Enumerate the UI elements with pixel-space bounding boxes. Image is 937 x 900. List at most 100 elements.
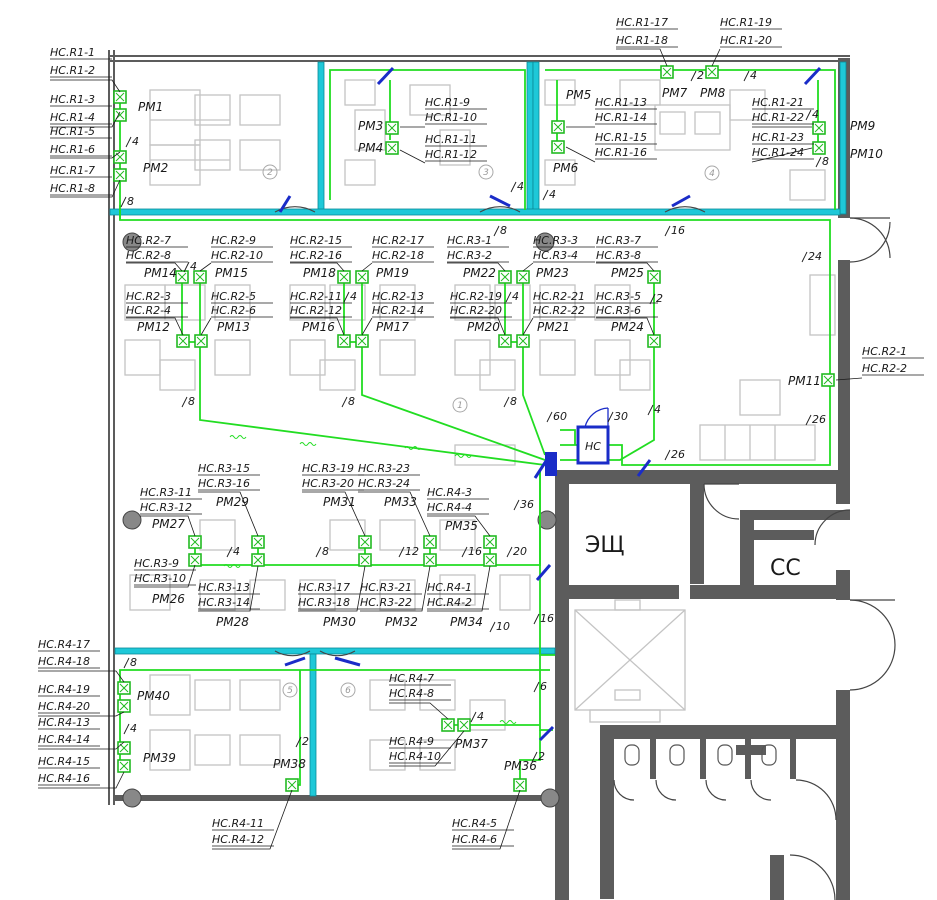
socket-label: HC.R3-11	[140, 486, 192, 499]
socket-label: HC.R3-18	[298, 596, 350, 609]
network-socket[interactable]	[188, 535, 202, 549]
network-socket[interactable]	[358, 553, 372, 567]
network-socket[interactable]	[193, 270, 207, 284]
cable-wave-layer	[223, 435, 517, 724]
socket-label: HC.R4-17	[38, 638, 90, 651]
network-socket[interactable]	[117, 741, 131, 755]
workstation-label: PM17	[376, 320, 409, 334]
network-socket[interactable]	[117, 759, 131, 773]
socket-layer[interactable]	[113, 65, 835, 792]
network-socket[interactable]	[483, 553, 497, 567]
patch-hub	[545, 452, 557, 476]
socket-label: HC.R2-16	[290, 249, 342, 262]
cable-count: 6	[540, 680, 547, 693]
network-socket[interactable]	[358, 535, 372, 549]
socket-label: HC.R3-8	[596, 249, 641, 262]
cable-count: 26	[671, 448, 685, 461]
network-socket[interactable]	[337, 334, 351, 348]
socket-label: HC.R1-6	[50, 143, 95, 156]
socket-label: HC.R3-2	[447, 249, 492, 262]
network-socket[interactable]	[498, 334, 512, 348]
network-socket[interactable]	[188, 553, 202, 567]
network-socket[interactable]	[647, 334, 661, 348]
network-socket[interactable]	[551, 120, 565, 134]
weak-current-panel-label: СС	[770, 556, 801, 581]
network-socket[interactable]	[647, 270, 661, 284]
network-socket[interactable]	[113, 150, 127, 164]
nc-label: НС	[585, 440, 601, 453]
workstation-label: PM7	[662, 86, 688, 100]
cable-count: 4	[350, 290, 357, 303]
socket-label: HC.R4-2	[427, 596, 472, 609]
network-socket[interactable]	[285, 778, 299, 792]
cable-count: 26	[812, 413, 826, 426]
socket-label: HC.R3-4	[533, 249, 578, 262]
workstation-label: PM5	[566, 88, 591, 102]
network-socket[interactable]	[251, 553, 265, 567]
network-socket[interactable]	[441, 718, 455, 732]
network-socket[interactable]	[355, 270, 369, 284]
network-socket[interactable]	[821, 373, 835, 387]
workstation-label: PM9	[850, 119, 875, 133]
network-socket[interactable]	[660, 65, 674, 79]
network-socket[interactable]	[113, 168, 127, 182]
network-socket[interactable]	[175, 270, 189, 284]
socket-label: HC.R4-3	[427, 486, 472, 499]
socket-label: HC.R3-1	[447, 234, 492, 247]
socket-label: HC.R3-24	[358, 477, 410, 490]
cable-count: 2	[656, 292, 663, 305]
workstation-label: PM29	[216, 495, 249, 509]
socket-label: HC.R3-22	[360, 596, 412, 609]
network-socket[interactable]	[516, 334, 530, 348]
socket-label: HC.R1-10	[425, 111, 477, 124]
cable-count: 4	[512, 290, 519, 303]
network-socket[interactable]	[117, 699, 131, 713]
network-socket[interactable]	[812, 121, 826, 135]
network-socket[interactable]	[251, 535, 265, 549]
socket-label: HC.R4-11	[212, 817, 264, 830]
network-socket[interactable]	[551, 140, 565, 154]
socket-label: HC.R1-5	[50, 125, 95, 138]
network-socket[interactable]	[113, 90, 127, 104]
network-socket[interactable]	[516, 270, 530, 284]
network-socket[interactable]	[457, 718, 471, 732]
cable-count: 4	[132, 135, 139, 148]
network-socket[interactable]	[423, 535, 437, 549]
column-layer	[122, 232, 560, 808]
network-socket[interactable]	[385, 141, 399, 155]
socket-label: HC.R3-10	[134, 572, 186, 585]
network-socket[interactable]	[355, 334, 369, 348]
socket-label: HC.R3-16	[198, 477, 250, 490]
network-socket[interactable]	[337, 270, 351, 284]
network-socket[interactable]	[194, 334, 208, 348]
cable-count: 12	[405, 545, 419, 558]
network-socket[interactable]	[385, 121, 399, 135]
network-socket[interactable]	[513, 778, 527, 792]
workstation-label: PM11	[788, 374, 821, 388]
network-socket[interactable]	[176, 334, 190, 348]
workstation-label: PM8	[700, 86, 726, 100]
socket-label: HC.R3-6	[596, 304, 641, 317]
workstation-label: PM18	[303, 266, 336, 280]
cable-count: 8	[510, 395, 517, 408]
socket-label: HC.R2-11	[290, 290, 342, 303]
cable-count: 16	[540, 612, 554, 625]
workstation-label: PM35	[445, 519, 478, 533]
socket-label: HC.R4-15	[38, 755, 90, 768]
socket-label: HC.R4-18	[38, 655, 90, 668]
network-socket[interactable]	[705, 65, 719, 79]
network-socket[interactable]	[423, 553, 437, 567]
network-socket[interactable]	[483, 535, 497, 549]
socket-label: HC.R2-12	[290, 304, 342, 317]
cable-count: 8	[822, 155, 829, 168]
socket-label: HC.R4-1	[427, 581, 472, 594]
network-socket[interactable]	[812, 141, 826, 155]
workstation-label: PM1	[138, 100, 163, 114]
network-cabinet[interactable]: НС	[576, 407, 610, 465]
socket-label: HC.R4-19	[38, 683, 90, 696]
socket-label: HC.R2-22	[533, 304, 585, 317]
network-socket[interactable]	[117, 681, 131, 695]
network-socket[interactable]	[498, 270, 512, 284]
socket-label: HC.R3-5	[596, 290, 641, 303]
socket-label: HC.R1-9	[425, 96, 470, 109]
